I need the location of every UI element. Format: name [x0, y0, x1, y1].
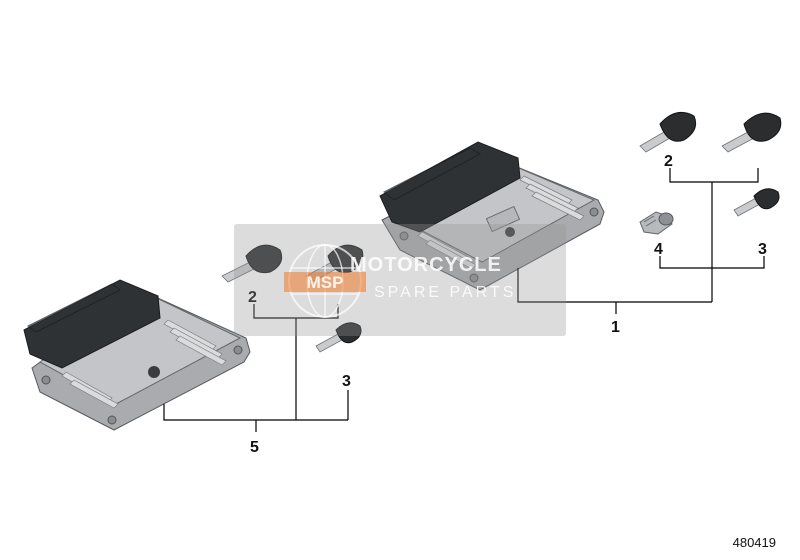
leader-lines-right: [517, 168, 765, 314]
watermark-logo-text: MSP: [307, 273, 344, 292]
callout-key-right: 2: [664, 153, 673, 170]
callout-lock-cylinder: 4: [654, 241, 663, 258]
callout-ecu-main: 1: [611, 319, 620, 336]
key-icon-right-b: [721, 112, 782, 153]
callout-blank-key-right: 3: [758, 241, 767, 258]
watermark-subtitle: SPARE PARTS: [374, 284, 517, 301]
diagram-number: 480419: [732, 535, 776, 550]
leader-lines-left: [163, 304, 349, 432]
watermark: MSP MOTORCYCLE SPARE PARTS: [234, 224, 566, 336]
globe-logo-icon: MSP: [284, 244, 366, 318]
callout-blank-key-left: 3: [342, 373, 351, 390]
blank-key-icon-left: [315, 322, 362, 353]
key-icon-right-a: [639, 111, 697, 153]
callout-key-left: 2: [248, 289, 257, 306]
ecu-right: [379, 141, 605, 291]
watermark-title: MOTORCYCLE: [350, 254, 502, 276]
key-icon-left-a: [221, 244, 283, 283]
lock-cylinder-icon: [639, 211, 674, 235]
ecu-left: [23, 279, 251, 431]
blank-key-icon-right: [733, 188, 780, 217]
callout-ecu-set-left: 5: [250, 439, 259, 456]
